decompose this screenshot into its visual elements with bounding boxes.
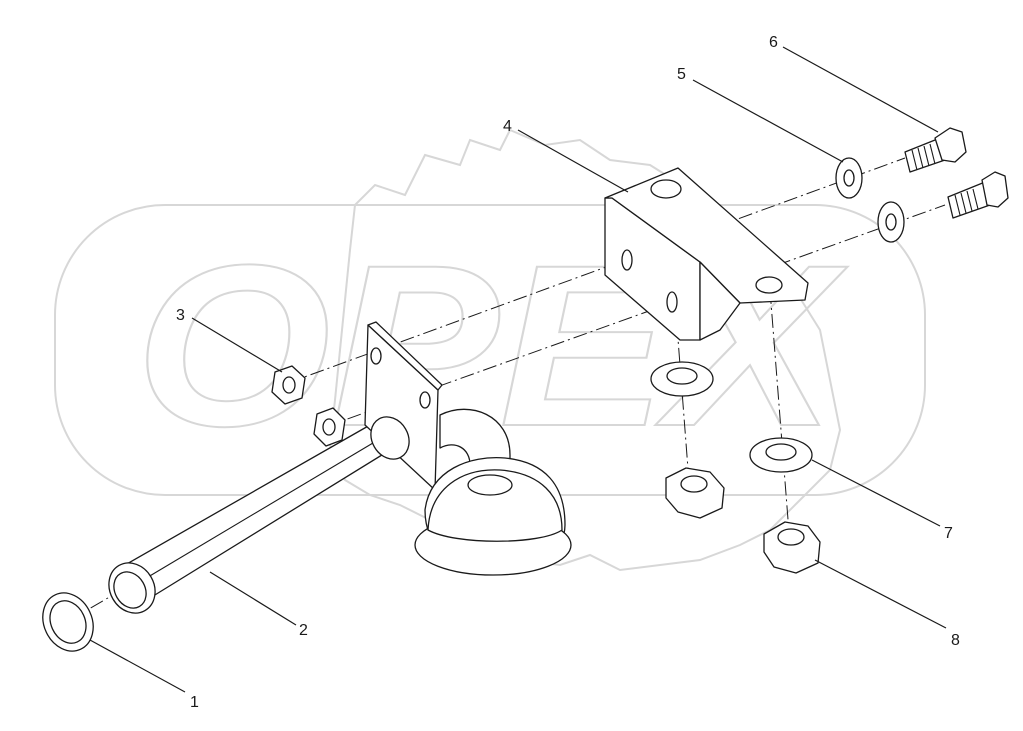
part-1-gasket [42, 592, 94, 652]
part-3-nuts [271, 365, 346, 447]
elbow-outlet [467, 474, 513, 496]
washer-lower-inner [885, 213, 897, 231]
part-5-washers [835, 157, 905, 243]
axis-right-vertical [769, 289, 791, 546]
callout-3: 3 [176, 307, 185, 324]
leader-5 [692, 79, 844, 163]
leader-lines [89, 46, 947, 693]
bolt-lower-thread [954, 188, 979, 216]
gasket-inner [49, 600, 87, 644]
callout-5: 5 [677, 66, 686, 83]
washer-upper-inner [843, 169, 855, 187]
leader-7 [811, 459, 941, 527]
hex-nut-left [665, 467, 725, 519]
bracket-hole-side-upper [621, 249, 633, 271]
part-4-bracket [604, 167, 809, 341]
leader-3 [191, 317, 283, 373]
pipe-collar [370, 416, 410, 460]
flange-hole-top [370, 347, 382, 365]
callout-7: 7 [944, 525, 953, 542]
pipe-flange-edge [367, 321, 443, 391]
hex-nut-right-hole [777, 528, 805, 546]
nut-upper-hole [282, 376, 296, 394]
nut-lower-hole [322, 418, 336, 436]
callout-6: 6 [769, 34, 778, 51]
washer-right-inner [765, 443, 797, 461]
callout-1: 1 [190, 694, 199, 711]
callout-2: 2 [299, 622, 308, 639]
suction-pipe-assembly [108, 321, 572, 614]
leader-2 [209, 571, 297, 626]
leader-4 [517, 129, 629, 193]
bracket-top-flange [604, 167, 809, 304]
bracket-bend [699, 261, 741, 341]
strainer-dome [427, 469, 563, 542]
bolt-lower-head [981, 171, 1009, 208]
part-8-nuts [665, 467, 821, 574]
bracket-hole-top [650, 179, 682, 199]
bracket-hole-side-lower [666, 291, 678, 313]
part-6-bolts [904, 127, 1009, 219]
flange-hole-bottom [419, 391, 431, 409]
callout-labels: 1 2 3 4 5 6 7 8 [176, 34, 960, 711]
leader-8 [814, 559, 947, 629]
watermark-gear-outline [328, 128, 842, 572]
pipe-end-inner [113, 571, 147, 609]
callout-4: 4 [503, 118, 512, 135]
part-7-washers [650, 361, 813, 473]
hex-nut-left-hole [680, 475, 708, 493]
washer-left-inner [666, 367, 698, 385]
bolt-upper-thread [911, 143, 936, 171]
leader-1 [89, 639, 186, 693]
pipe-shade-line [137, 439, 379, 584]
leader-6 [782, 46, 939, 133]
bracket-hole-right [755, 276, 783, 294]
callout-8: 8 [951, 632, 960, 649]
bolt-upper-head [934, 127, 967, 163]
